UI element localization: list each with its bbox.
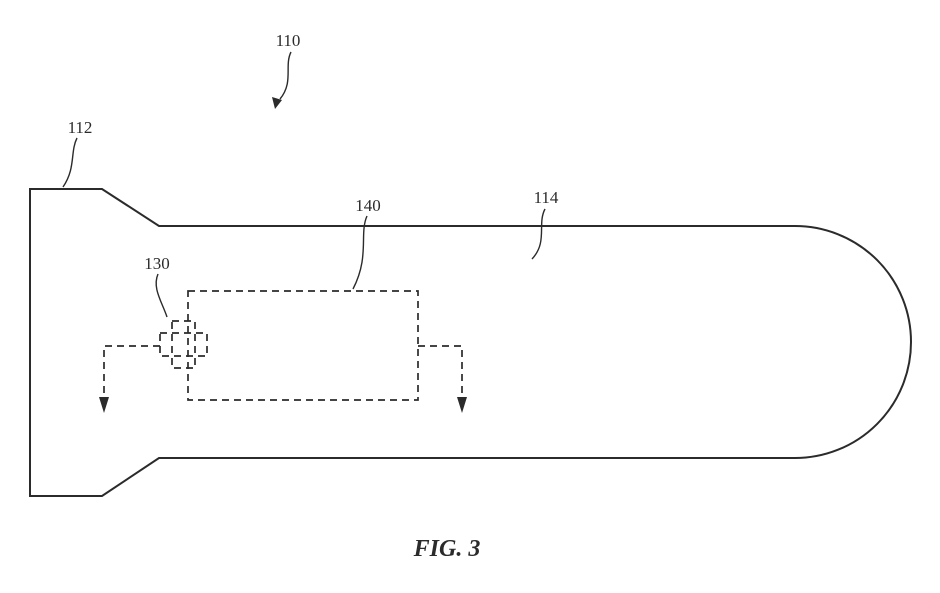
component-cross-vertical — [171, 320, 196, 369]
leader-110 — [279, 51, 292, 100]
component-cross-horizontal — [159, 332, 208, 357]
leader-114 — [531, 208, 546, 260]
ref-label-130: 130 — [144, 254, 170, 273]
module-dashed-rect — [187, 290, 419, 401]
leader-140 — [352, 215, 368, 290]
leader-110-arrowhead-icon — [272, 97, 282, 109]
figure-caption: FIG. 3 — [413, 536, 481, 562]
device-outline — [29, 188, 912, 497]
left-down-arrowhead-icon — [99, 397, 109, 413]
ref-label-140: 140 — [355, 196, 381, 215]
left-signal-path — [103, 345, 160, 399]
leader-130 — [155, 273, 168, 318]
leader-112 — [62, 137, 78, 188]
ref-label-110: 110 — [276, 31, 301, 50]
ref-label-112: 112 — [68, 118, 93, 137]
right-down-arrowhead-icon — [457, 397, 467, 413]
right-signal-path — [418, 345, 463, 399]
ref-label-114: 114 — [534, 188, 559, 207]
